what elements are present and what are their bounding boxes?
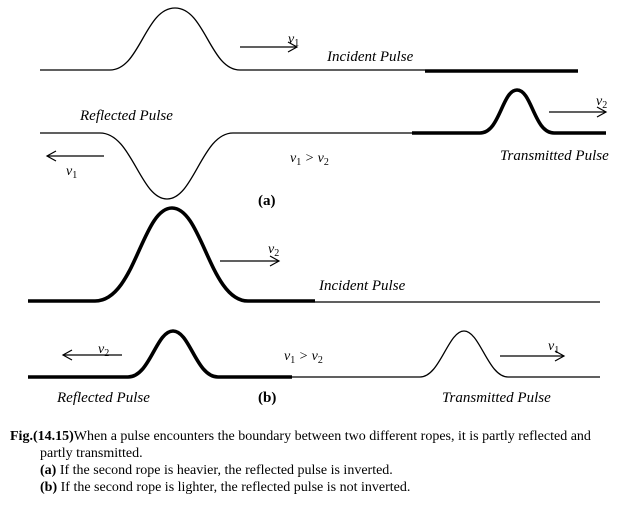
velocity-label: v1 (548, 339, 559, 356)
transmitted-pulse-label: Transmitted Pulse (500, 148, 609, 164)
velocity-label: v2 (268, 242, 279, 259)
part-b-after: v2 v1 > v2 v1 Reflected Pulse (b) Transm… (28, 329, 600, 406)
velocity-arrow-right (549, 106, 608, 118)
figure-caption: Fig.(14.15)When a pulse encounters the b… (10, 428, 625, 496)
velocity-arrow-right (500, 350, 566, 362)
part-b-incident: v2 Incident Pulse (28, 206, 600, 303)
reflected-pulse-label: Reflected Pulse (56, 390, 150, 406)
heavy-rope-transmitted-pulse (412, 88, 606, 135)
velocity-arrow-left (45, 150, 104, 162)
velocity-label: v2 (596, 94, 607, 111)
velocity-arrow-right (240, 41, 299, 53)
velocity-label: v1 (288, 32, 299, 49)
caption-item-b: (b) If the second rope is lighter, the r… (10, 479, 625, 496)
light-rope-incident-pulse (40, 7, 425, 71)
part-a-incident: v1 Incident Pulse (40, 7, 578, 73)
velocity-label: v2 (98, 342, 109, 359)
caption-item-b-text: If the second rope is lighter, the refle… (57, 480, 411, 495)
heavy-rope-reflected-pulse (28, 329, 292, 379)
figure-number: Fig.(14.15) (10, 429, 74, 444)
incident-pulse-label: Incident Pulse (318, 278, 406, 294)
velocity-arrow-right (220, 255, 281, 267)
heavy-rope-incident-pulse (28, 206, 315, 303)
velocity-relation: v1 > v2 (290, 151, 329, 168)
part-a-label: (a) (258, 193, 276, 209)
transmitted-pulse-label: Transmitted Pulse (442, 390, 551, 406)
caption-item-a-text: If the second rope is heavier, the refle… (56, 463, 393, 478)
part-a-after: Reflected Pulse v1 v1 > v2 v2 Transmitte… (40, 88, 609, 209)
caption-item-a-label: (a) (40, 463, 57, 478)
caption-item-b-label: (b) (40, 480, 58, 495)
light-rope-transmitted-pulse (292, 330, 600, 378)
velocity-relation: v1 > v2 (284, 349, 323, 366)
caption-main: Fig.(14.15)When a pulse encounters the b… (10, 428, 625, 462)
reflected-pulse-label: Reflected Pulse (79, 108, 173, 124)
caption-item-a: (a) If the second rope is heavier, the r… (10, 462, 625, 479)
part-b-label: (b) (258, 390, 276, 406)
velocity-arrow-left (61, 349, 122, 361)
velocity-label: v1 (66, 164, 77, 181)
incident-pulse-label: Incident Pulse (326, 49, 414, 65)
light-rope-inverted-pulse (40, 132, 412, 200)
caption-text: When a pulse encounters the boundary bet… (40, 429, 591, 461)
